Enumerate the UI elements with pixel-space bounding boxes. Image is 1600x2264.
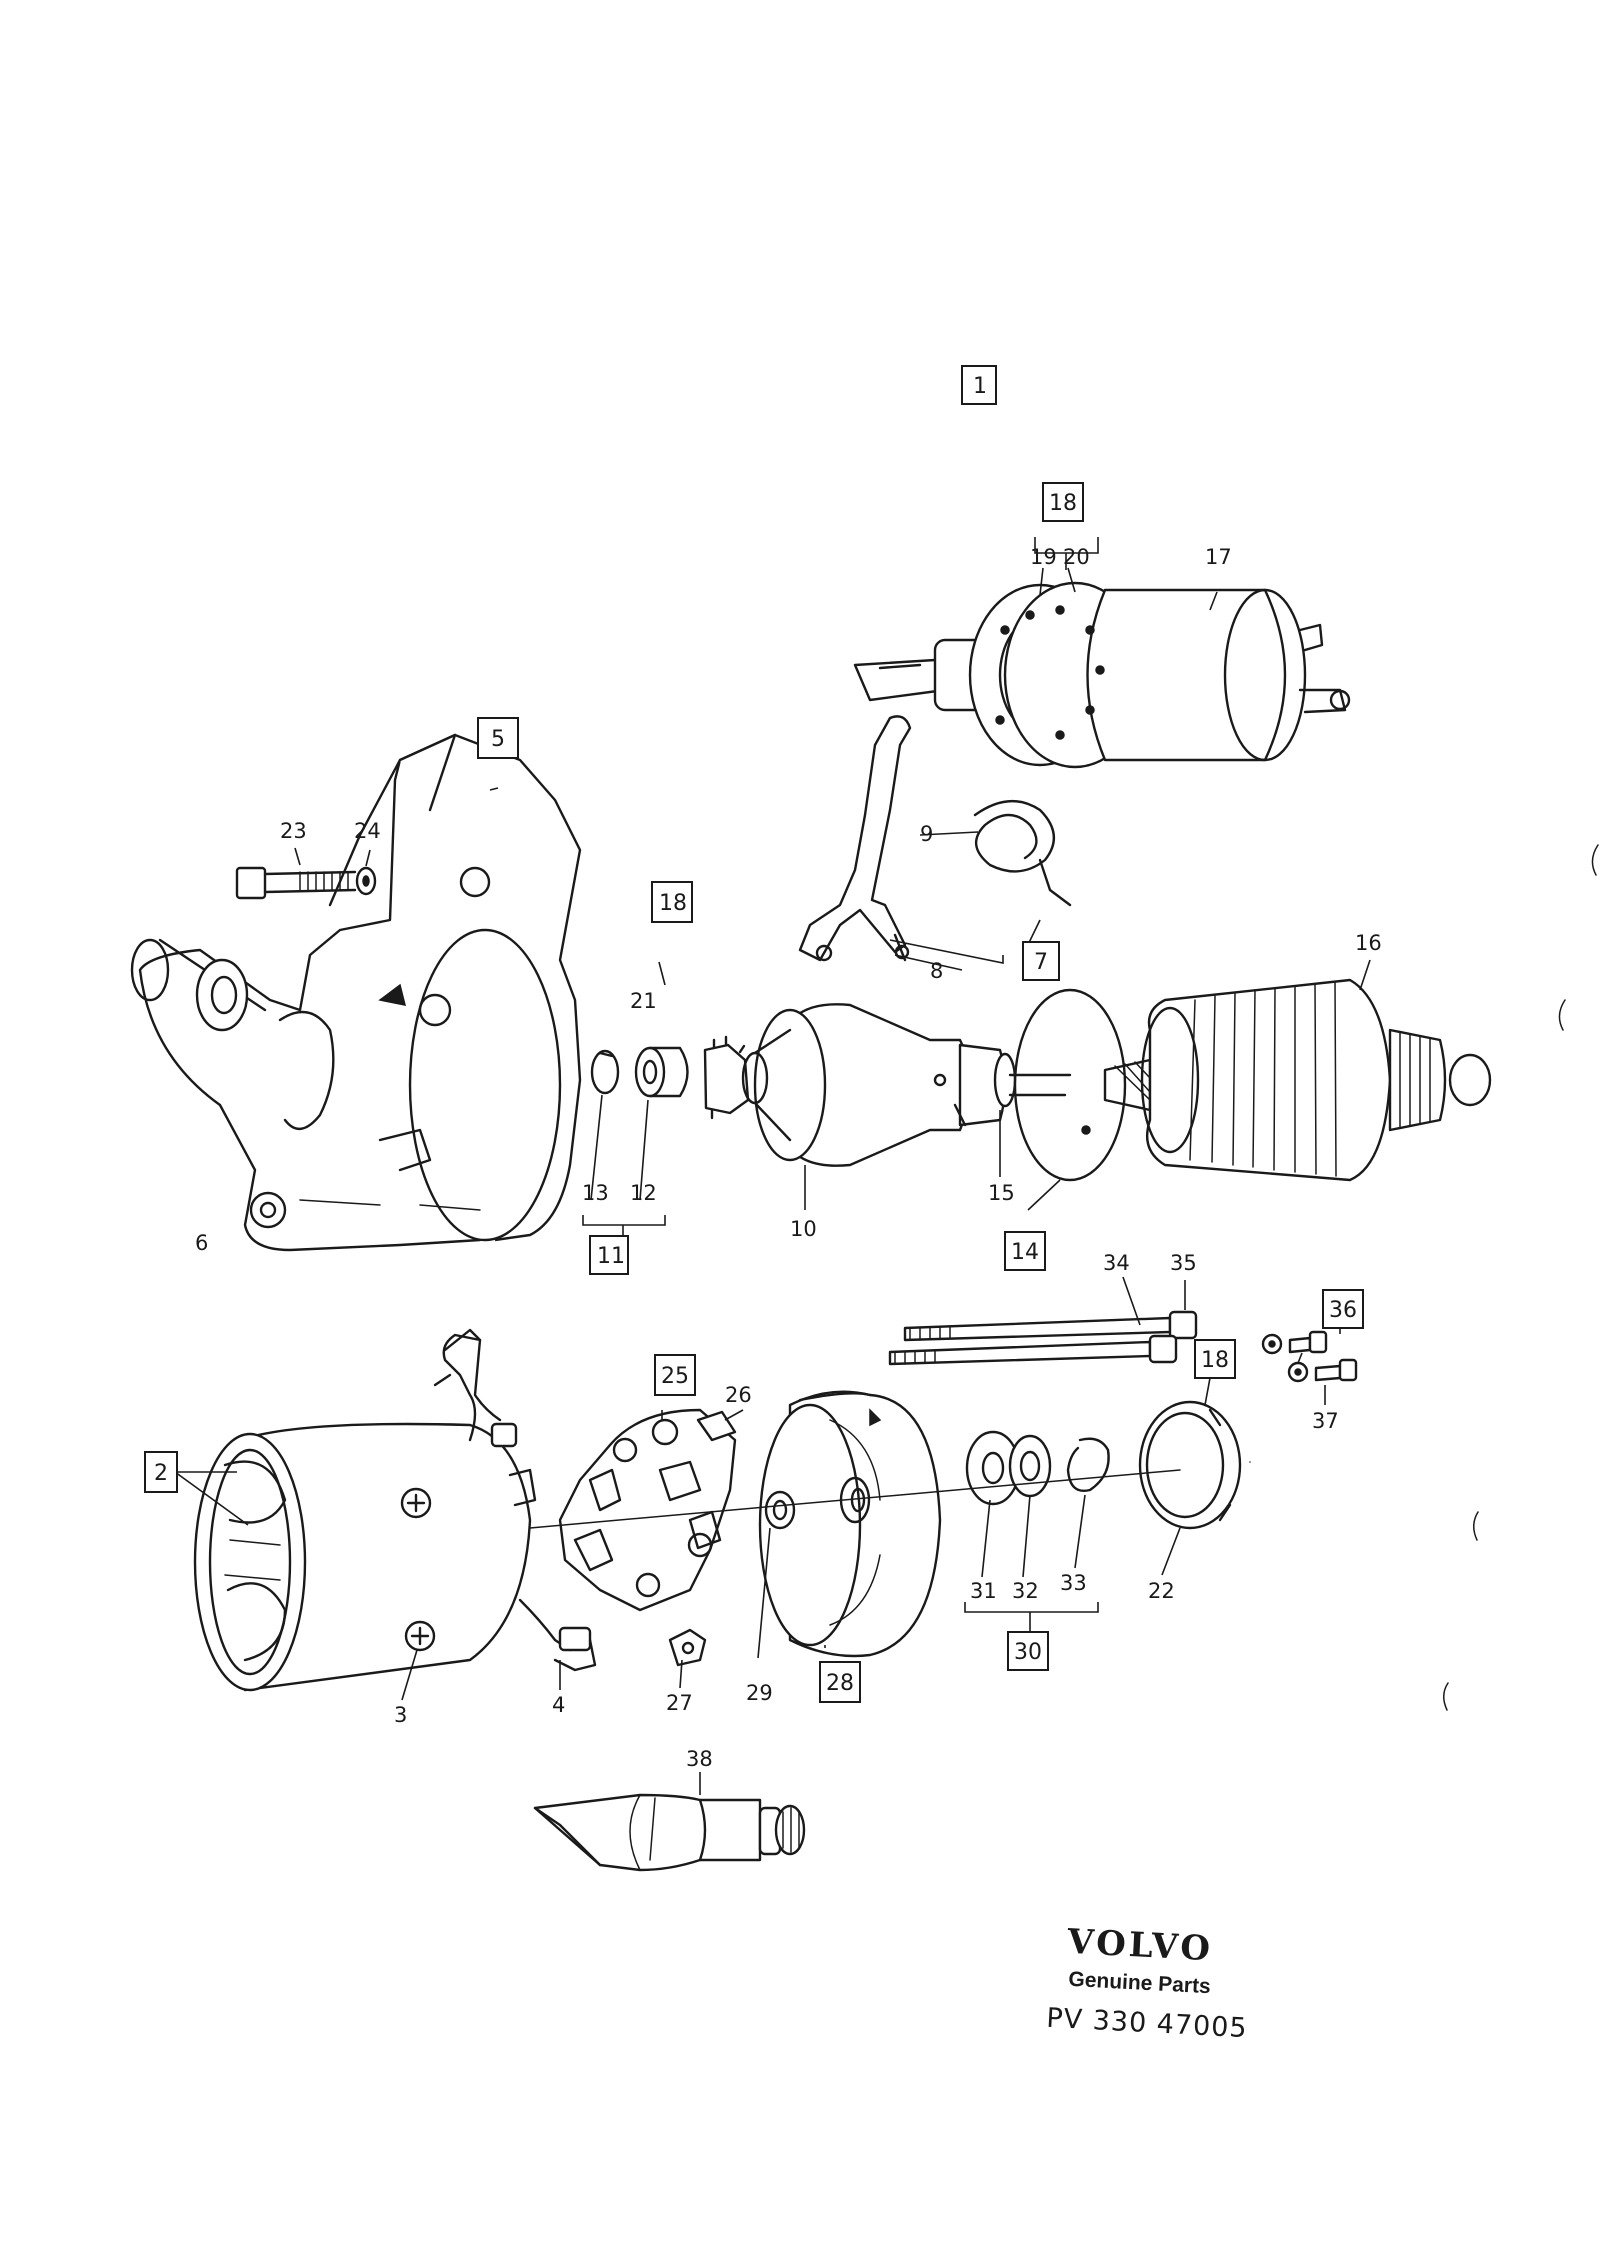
scan-mark: [1443, 844, 1599, 1711]
callout-15: 15: [988, 1181, 1015, 1205]
diagram-reference: PV 330 47005: [1046, 2003, 1249, 2044]
brand-logo: VOLVO: [1065, 1922, 1214, 1970]
callouts-plain: 19 20 17 23 24 9 8 16 21 13 12 6 10 15 3…: [195, 545, 1382, 1771]
callout-28: 28: [826, 1671, 854, 1696]
callout-23: 23: [280, 819, 307, 843]
end-washers: [965, 1430, 1110, 1506]
callout-25: 25: [661, 1364, 689, 1389]
callout-6: 6: [195, 1231, 208, 1255]
callout-29: 29: [746, 1681, 773, 1705]
callout-32: 32: [1012, 1579, 1039, 1603]
callout-31: 31: [970, 1579, 997, 1603]
callout-30: 30: [1014, 1640, 1042, 1665]
callout-27: 27: [666, 1691, 693, 1715]
callout-19: 19: [1030, 545, 1057, 569]
drive-end-housing: [130, 733, 582, 1252]
callout-4: 4: [552, 1693, 565, 1717]
leader-lines: [174, 537, 1371, 1795]
callout-34: 34: [1103, 1251, 1130, 1275]
callout-21: 21: [630, 989, 657, 1013]
callout-20: 20: [1063, 545, 1090, 569]
callout-10: 10: [790, 1217, 817, 1241]
callout-37: 37: [1312, 1409, 1339, 1433]
return-spring: [973, 799, 1072, 907]
callout-22: 22: [1148, 1579, 1175, 1603]
brand-block: VOLVO Genuine Parts PV 330 47005: [1046, 1922, 1249, 2045]
yoke-field-coil: [193, 1328, 597, 1692]
fork-lever: [798, 715, 912, 962]
brand-subtitle: Genuine Parts: [1068, 1968, 1211, 1998]
callout-33: 33: [1060, 1571, 1087, 1595]
callout-26: 26: [725, 1383, 752, 1407]
grease-tube: [533, 1793, 806, 1872]
callout-36: 36: [1329, 1298, 1357, 1323]
callout-8: 8: [930, 959, 943, 983]
small-screws: [1261, 1330, 1358, 1383]
callout-9: 9: [920, 822, 933, 846]
callout-5: 5: [491, 727, 505, 752]
callout-16: 16: [1355, 931, 1382, 955]
callout-14: 14: [1011, 1240, 1039, 1265]
callout-17: 17: [1205, 545, 1232, 569]
pinion-drive: [703, 1003, 1007, 1167]
assembly-axis: [529, 1461, 1251, 1529]
brush-holder: [558, 1408, 737, 1667]
callout-18-top: 18: [1049, 491, 1077, 516]
armature: [1103, 978, 1492, 1182]
solenoid: [853, 581, 1351, 769]
callout-2: 2: [154, 1461, 168, 1486]
callout-18-lower: 18: [1201, 1348, 1229, 1373]
stop-ring-and-washer: [993, 988, 1127, 1182]
callouts-boxed: 1 18 5 18 7 11 14 36 18 2 25 28 30: [144, 365, 1364, 1703]
callout-11: 11: [597, 1244, 625, 1269]
commutator-end-bracket: [758, 1390, 942, 1658]
end-cap: [1138, 1400, 1242, 1530]
callout-24: 24: [354, 819, 381, 843]
callout-18-mid: 18: [659, 891, 687, 916]
callout-35: 35: [1170, 1251, 1197, 1275]
callout-13: 13: [582, 1181, 609, 1205]
callout-1: 1: [973, 374, 987, 399]
through-bolt-23: [235, 866, 377, 900]
circlip-and-bushing: [590, 1046, 689, 1098]
callout-7: 7: [1034, 950, 1048, 975]
callout-12: 12: [630, 1181, 657, 1205]
callout-38: 38: [686, 1747, 713, 1771]
tie-bolts: [888, 1310, 1198, 1366]
callout-3: 3: [394, 1703, 407, 1727]
